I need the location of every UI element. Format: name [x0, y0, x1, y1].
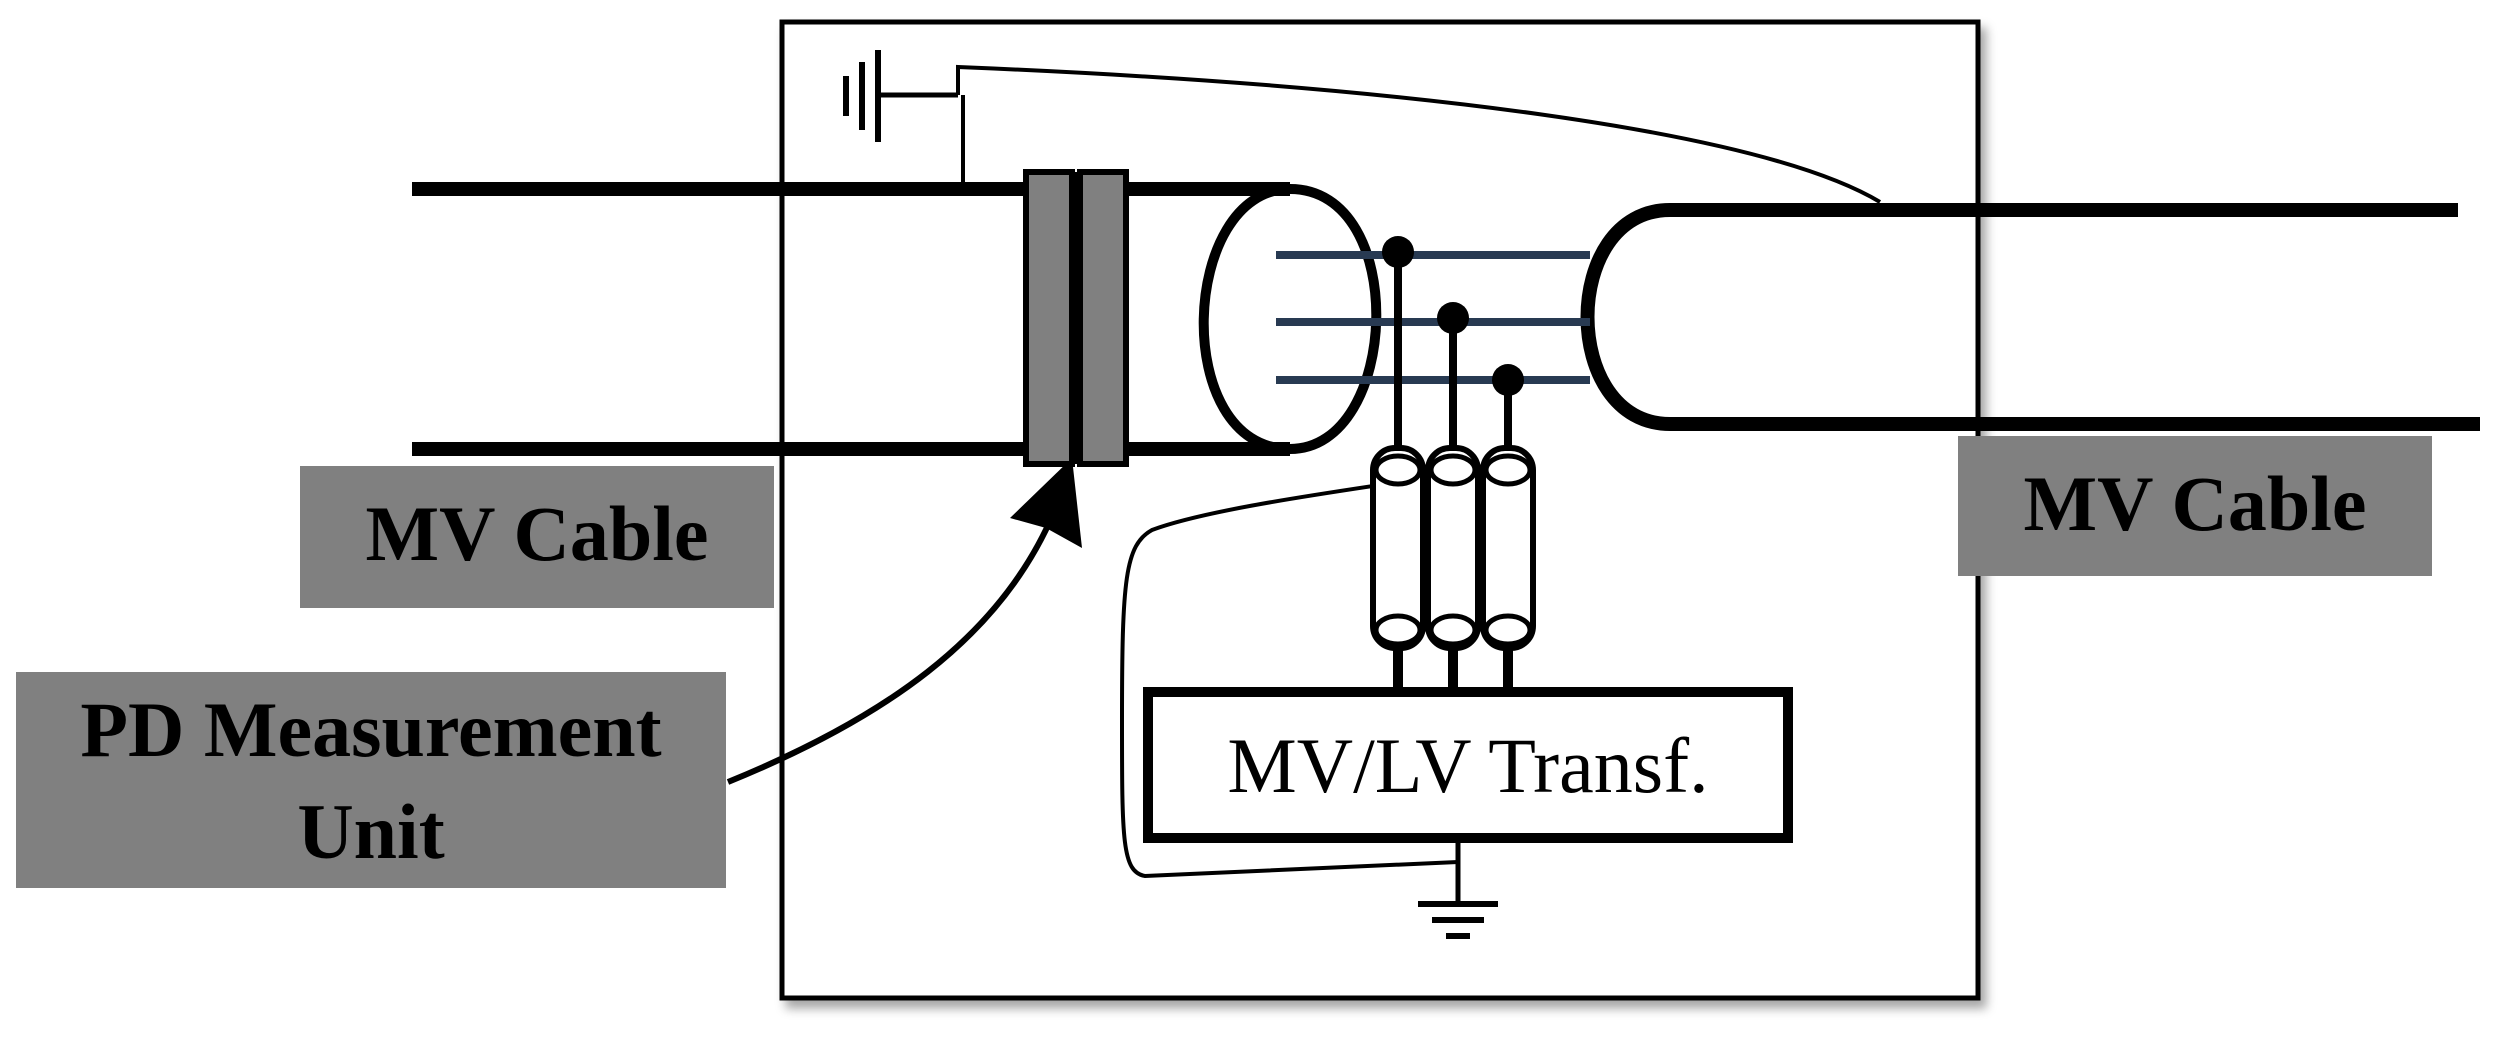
ground-symbol-icon — [843, 50, 958, 142]
arrow-icon — [726, 510, 1057, 785]
top-screen-wire — [956, 64, 1882, 204]
transformer-leads — [1393, 648, 1513, 692]
arrow-head — [1010, 458, 1082, 548]
screen-earth-wire — [1119, 484, 1459, 879]
pd-unit-label-line1: PD Measurement — [80, 686, 661, 773]
label-box-mv-cable-left: MV Cable — [300, 466, 774, 608]
three-phase-conductors — [1276, 251, 1590, 384]
transformer-label: MV/LV Transf. — [1227, 722, 1708, 809]
left-mv-cable — [412, 182, 1290, 456]
cable-terminations — [1370, 445, 1536, 651]
mv-cable-label-left: MV Cable — [365, 490, 708, 577]
transformer-box: MV/LV Transf. — [1143, 687, 1793, 843]
mv-cable-label-right: MV Cable — [2023, 460, 2366, 547]
label-box-mv-cable-right: MV Cable — [1958, 436, 2432, 576]
pd-sensor — [1023, 169, 1129, 467]
conductor-tap-points — [1382, 236, 1524, 450]
ground-symbol-icon — [1418, 838, 1498, 939]
pd-unit-label-line2: Unit — [297, 788, 444, 875]
label-box-pd-measurement-unit: PD Measurement Unit — [16, 672, 726, 888]
right-mv-cable — [1580, 203, 2480, 431]
